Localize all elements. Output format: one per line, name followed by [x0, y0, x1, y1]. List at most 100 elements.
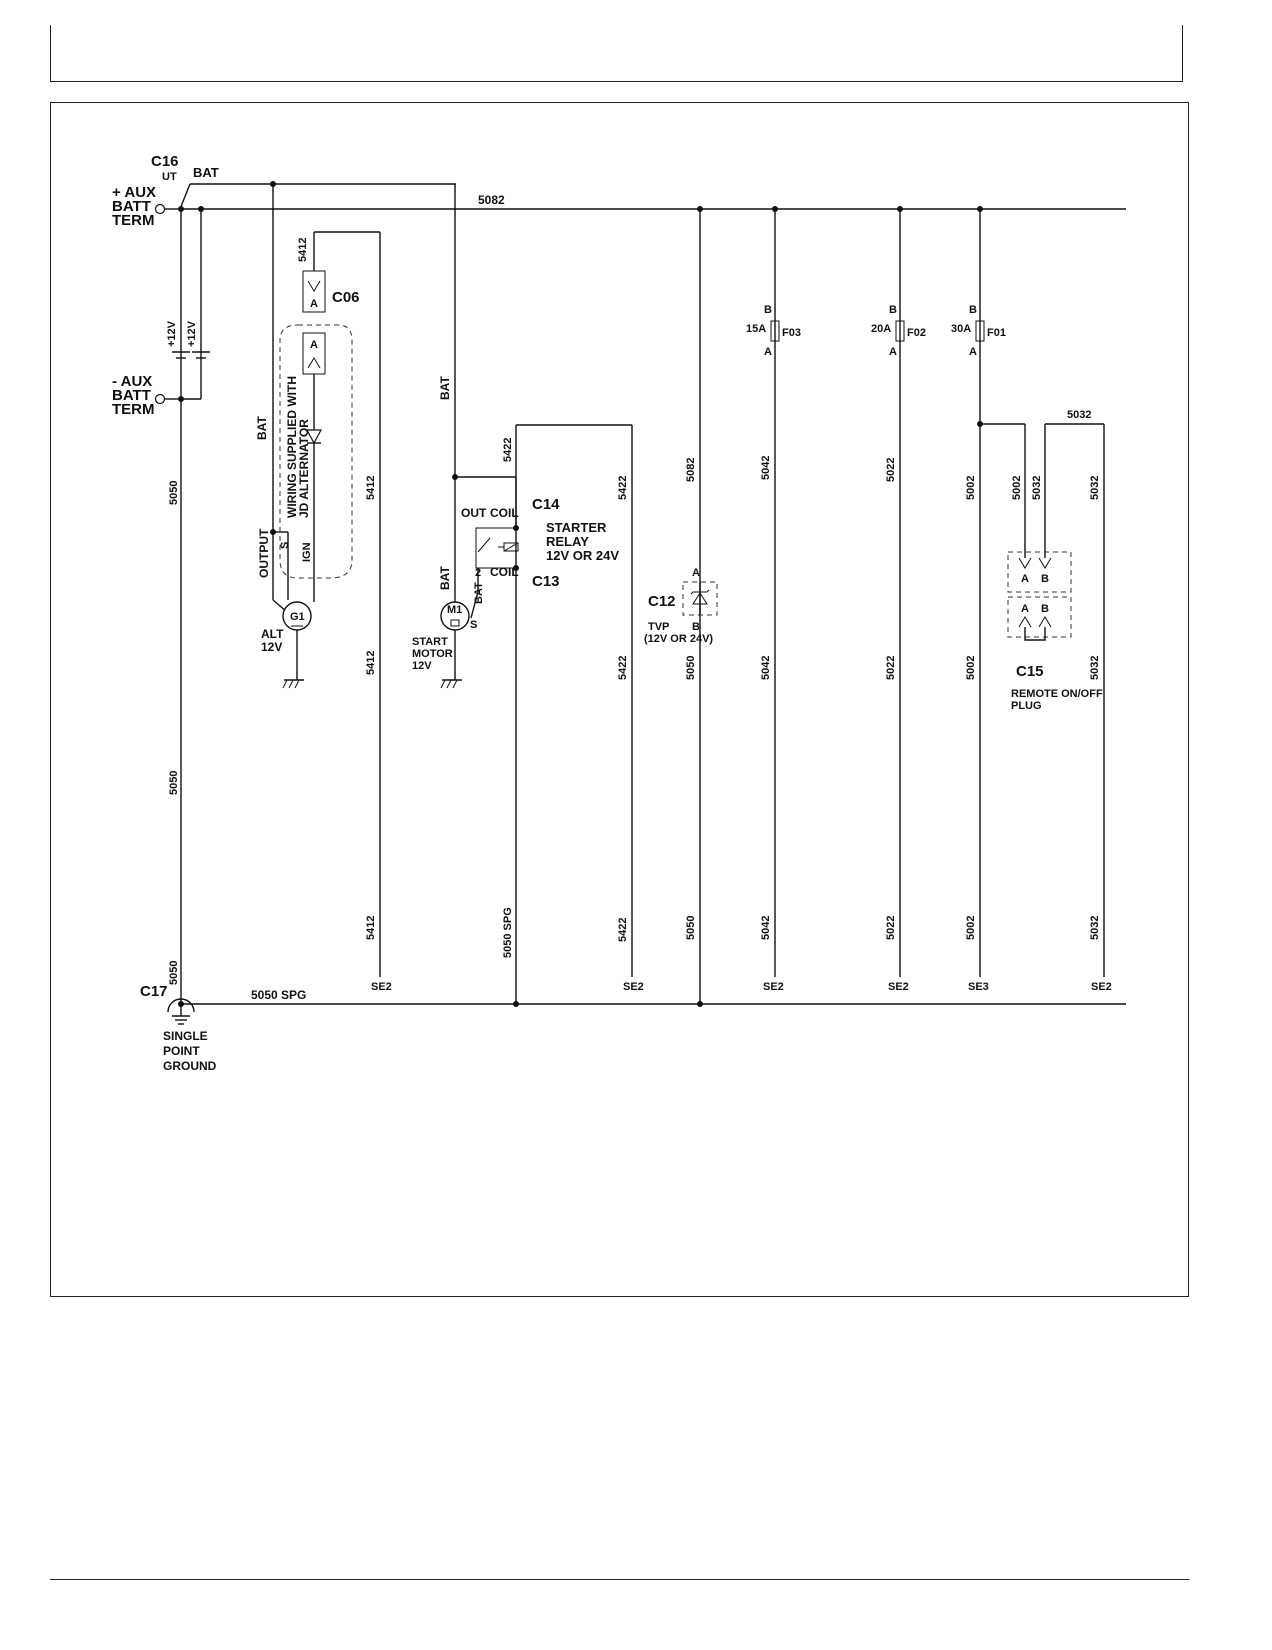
battery-1-label: +12V	[166, 320, 178, 347]
wire-5412-label-3: 5412	[365, 916, 377, 940]
battery-symbol-1	[172, 351, 190, 359]
diode-symbol	[305, 429, 323, 445]
tvp-label-2: (12V OR 24V)	[644, 633, 713, 645]
wire-5050-spg-label: 5050 SPG	[251, 988, 306, 1002]
starter-ground-symbol	[440, 679, 462, 689]
f01-pin-a: A	[969, 346, 977, 358]
se2-label-5032: SE2	[1091, 981, 1112, 993]
se2-label-5412: SE2	[371, 981, 392, 993]
tvp-label-1: TVP	[648, 621, 669, 633]
header-frame	[50, 25, 1183, 82]
wire-5032-label-1: 5032	[1089, 476, 1101, 500]
aux-pos-label-1: + AUX	[112, 184, 156, 201]
wire-5032-label-3: 5032	[1089, 916, 1101, 940]
f02-rating: 20A	[871, 323, 891, 335]
s-label-alternator: S	[279, 542, 291, 549]
c13-label: C13	[532, 573, 560, 590]
wire-5412-label-top: 5412	[297, 238, 309, 262]
ground-label-3: GROUND	[163, 1059, 217, 1073]
relay-label-3: 12V OR 24V	[546, 548, 619, 563]
wire-5032-label-2: 5032	[1089, 656, 1101, 680]
wire-5422-label-1: 5422	[617, 476, 629, 500]
relay-label-2: RELAY	[546, 534, 589, 549]
c06-pin-a-bottom: A	[310, 339, 318, 351]
wire-5082-label-vertical: 5082	[685, 458, 697, 482]
se2-label-5042: SE2	[763, 981, 784, 993]
wire-5082-label: 5082	[478, 193, 505, 207]
alternator-ground-symbol	[282, 679, 304, 689]
c16-label: C16	[151, 153, 179, 170]
ground-label-2: POINT	[163, 1044, 200, 1058]
footer-rule	[50, 1579, 1189, 1580]
wire-5042-label-2: 5042	[760, 656, 772, 680]
bat-label-relay: BAT	[473, 582, 485, 604]
wire-5022-label-2: 5022	[885, 656, 897, 680]
c16-sub-label: UT	[162, 171, 177, 183]
c15-pin-a-top: A	[1021, 573, 1029, 585]
se2-label-5422: SE2	[623, 981, 644, 993]
c15-pin-b-bottom: B	[1041, 603, 1049, 615]
battery-2-label: +12V	[186, 320, 198, 347]
f03-pin-a: A	[764, 346, 772, 358]
single-point-ground-symbol	[167, 998, 195, 1025]
f01-label: F01	[987, 327, 1006, 339]
wire-5422-label-2: 5422	[617, 656, 629, 680]
connector-c15-bottom	[1007, 596, 1072, 638]
coil-label-top: COIL	[490, 506, 519, 520]
wire-5002-label-branch: 5002	[1011, 476, 1023, 500]
c16-switch-link	[179, 183, 191, 210]
bat-label-alternator: BAT	[255, 416, 269, 440]
aux-neg-label-3: TERM	[112, 401, 155, 418]
f03-pin-b: B	[764, 304, 772, 316]
f03-label: F03	[782, 327, 801, 339]
out-label: OUT	[461, 506, 487, 520]
wire-5412-label-1: 5412	[365, 476, 377, 500]
m1-label: M1	[447, 604, 462, 616]
schematic-frame	[50, 102, 1189, 1297]
fuse-f01	[975, 320, 985, 342]
ign-label: IGN	[301, 542, 313, 562]
wire-5050-label-tvp-1: 5050	[685, 656, 697, 680]
wire-5002-label-1: 5002	[965, 476, 977, 500]
remote-label-1: REMOTE ON/OFF	[1011, 688, 1103, 700]
se3-label-5002: SE3	[968, 981, 989, 993]
start-label-3: 12V	[412, 660, 432, 672]
bat-label-starter: BAT	[438, 376, 452, 400]
s-label-motor: S	[470, 619, 477, 631]
output-label: OUTPUT	[257, 528, 271, 578]
wire-5022-label-3: 5022	[885, 916, 897, 940]
f02-pin-b: B	[889, 304, 897, 316]
relay-pin-2-label: 2	[475, 567, 481, 579]
coil-label-bottom: COIL	[490, 565, 519, 579]
alt-v-label: 12V	[261, 640, 282, 654]
bat-label-top: BAT	[193, 165, 219, 180]
f03-rating: 15A	[746, 323, 766, 335]
c06-label: C06	[332, 289, 360, 306]
alternator-wiring-boundary	[279, 324, 353, 579]
aux-neg-terminal	[154, 393, 166, 405]
wire-5022-label-1: 5022	[885, 458, 897, 482]
tvp-pin-a: A	[692, 567, 700, 579]
ground-label-1: SINGLE	[163, 1029, 208, 1043]
wire-5050-spg-label-vertical: 5050 SPG	[502, 907, 514, 958]
c15-pin-b-top: B	[1041, 573, 1049, 585]
wire-5050-label-1: 5050	[168, 481, 180, 505]
wire-5050-label-3: 5050	[168, 961, 180, 985]
wire-5412-label-2: 5412	[365, 651, 377, 675]
relay-label-1: STARTER	[546, 520, 607, 535]
wire-5050-label-2: 5050	[168, 771, 180, 795]
wire-5002-label-2: 5002	[965, 656, 977, 680]
aux-pos-label-3: TERM	[112, 212, 155, 229]
battery-symbol-2	[192, 351, 210, 359]
connector-c06-top	[302, 270, 326, 313]
aux-pos-label-2: BATT	[112, 198, 151, 215]
start-label-1: START	[412, 636, 448, 648]
fuse-f03	[770, 320, 780, 342]
c15-pin-a-bottom: A	[1021, 603, 1029, 615]
c14-label: C14	[532, 496, 560, 513]
remote-label-2: PLUG	[1011, 700, 1042, 712]
c12-label: C12	[648, 593, 676, 610]
wire-5422-label-top: 5422	[502, 438, 514, 462]
fuse-f02	[895, 320, 905, 342]
